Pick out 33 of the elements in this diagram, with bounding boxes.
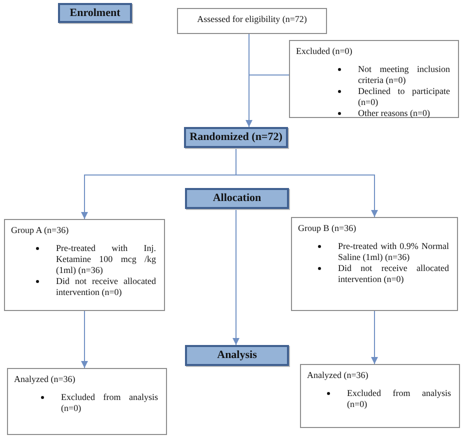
- process-box: [4, 219, 165, 311]
- stage-header-box: [185, 188, 289, 209]
- bullet-text: Did not receive allocated intervention (n=0): [56, 276, 156, 298]
- stage-header-box: [184, 127, 288, 148]
- box-heading: Excluded (n=0): [296, 46, 354, 57]
- bullet-text: Did not receive allocated intervention (n=0): [338, 263, 449, 285]
- bullet-text: Pre-treated with Inj. Ketamine 100 mcg /kg (1ml) (n=36): [56, 243, 156, 276]
- stage-title: Randomized (n=72): [190, 132, 282, 143]
- process-box: [291, 217, 458, 311]
- bullet-text: Excluded from analysis (n=0): [61, 392, 158, 414]
- process-box: [289, 40, 459, 118]
- stage-header-box: [185, 345, 289, 366]
- process-box: [177, 8, 327, 34]
- bullet-text: Declined to participate (n=0): [358, 86, 450, 108]
- stage-title: Analysis: [217, 350, 257, 361]
- box-heading: Analyzed (n=36): [307, 370, 370, 381]
- bullet-text: Other reasons (n=0): [358, 108, 432, 119]
- process-box: [300, 364, 460, 428]
- box-heading: Group B (n=36): [298, 223, 358, 234]
- box-heading: Analyzed (n=36): [14, 374, 76, 385]
- arrow: [371, 310, 378, 364]
- box-heading: Assessed for eligibility (n=72): [197, 14, 307, 25]
- stage-title: Enrolment: [70, 8, 120, 18]
- bullet-text: Not meeting inclusion criteria (n=0): [358, 64, 450, 86]
- arrow: [236, 148, 378, 218]
- arrow: [81, 310, 88, 368]
- box-heading: Group A (n=36): [11, 225, 70, 236]
- stage-header-box: [58, 3, 132, 23]
- stage-title: Allocation: [212, 193, 262, 204]
- process-box: [7, 368, 167, 435]
- bullet-text: Pre-treated with 0.9% Normal Saline (1ml) (n=36): [338, 241, 449, 263]
- bullet-text: Excluded from analysis (n=0): [347, 388, 451, 410]
- arrow: [232, 208, 240, 346]
